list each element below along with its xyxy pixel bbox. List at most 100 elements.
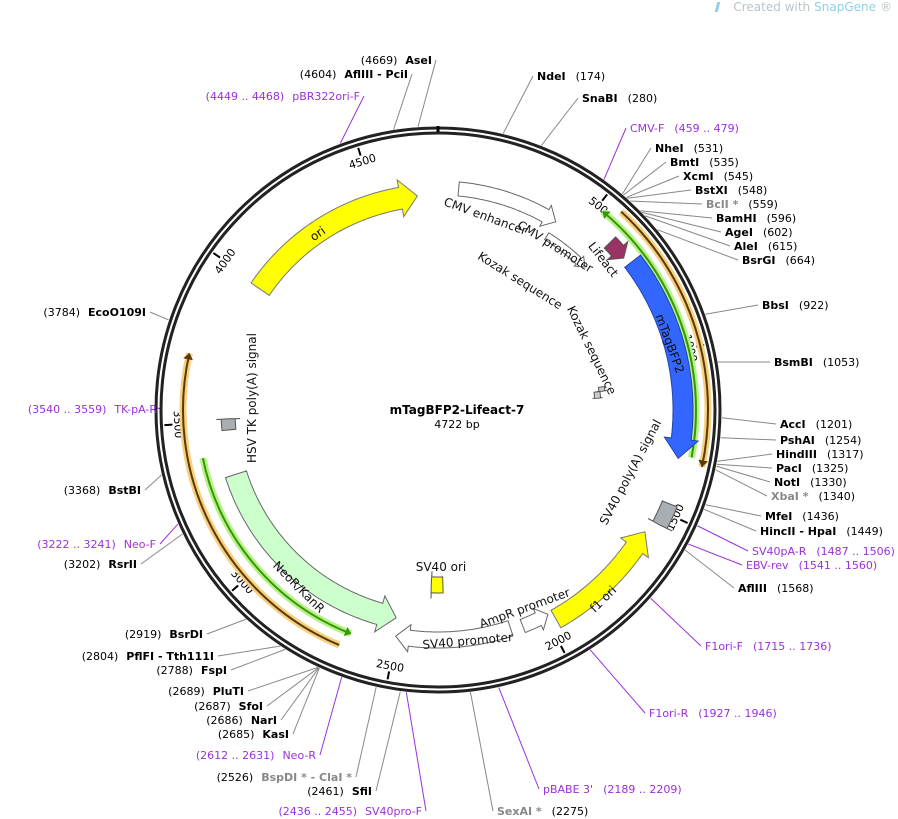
enzyme-site-label[interactable]: BmtI(535) — [670, 156, 739, 169]
site-name: MfeI — [765, 510, 792, 523]
enzyme-site-label[interactable]: BamHI(596) — [716, 212, 796, 225]
enzyme-site-label[interactable]: HindIII(1317) — [776, 448, 864, 461]
sv40-ori-feature[interactable] — [430, 571, 444, 599]
enzyme-site-label[interactable]: BsmBI(1053) — [774, 356, 859, 369]
leader-line — [705, 304, 759, 315]
leader-line — [657, 229, 739, 261]
enzyme-site-label[interactable]: BstXI(548) — [695, 184, 767, 197]
leader-line — [159, 523, 179, 545]
f1-ori-feature[interactable] — [550, 531, 650, 629]
ori-feature[interactable] — [250, 178, 419, 297]
enzyme-site-label[interactable]: XbaI *(1340) — [771, 490, 855, 503]
enzyme-site-label[interactable]: AflIII(1568) — [738, 582, 814, 595]
site-name: Neo-F — [124, 538, 156, 551]
primer-label[interactable]: EBV-rev(1541 .. 1560) — [746, 559, 877, 572]
primer-label[interactable]: F1ori-R(1927 .. 1946) — [649, 707, 777, 720]
enzyme-site-label[interactable]: PacI(1325) — [776, 462, 848, 475]
enzyme-site-label[interactable]: (2788)FspI — [156, 664, 227, 677]
orf-green-neor-arrowhead-icon — [343, 626, 351, 637]
orf-orange-mtagbfp2[interactable] — [620, 210, 709, 468]
enzyme-site-label[interactable]: NotI(1330) — [774, 476, 847, 489]
orf-green-neor[interactable] — [201, 457, 352, 635]
site-name: BsmBI — [774, 356, 813, 369]
cmv-enhancer-feature[interactable] — [457, 181, 557, 227]
site-leader-lines — [140, 59, 777, 812]
enzyme-site-label[interactable]: AccI(1201) — [780, 418, 852, 431]
primer-label[interactable]: (2612 .. 2631)Neo-R — [196, 749, 316, 762]
tick-label: 2500 — [375, 657, 405, 675]
enzyme-site-label[interactable]: SexAI *(2275) — [497, 805, 588, 818]
enzyme-site-label[interactable]: BsrGI(664) — [742, 254, 815, 267]
enzyme-site-label[interactable]: SnaBI(280) — [582, 92, 657, 105]
mtagbfp2-feature[interactable] — [623, 254, 700, 460]
enzyme-site-label[interactable]: (2526)BspDI * - ClaI * — [217, 771, 353, 784]
enzyme-site-label[interactable]: (4669)AseI — [361, 54, 432, 67]
tick-mark — [601, 193, 608, 202]
primer-label[interactable]: CMV-F(459 .. 479) — [630, 122, 739, 135]
primer-label[interactable]: SV40pA-R(1487 .. 1506) — [752, 545, 895, 558]
primer-label[interactable]: (3540 .. 3559)TK-pA-R — [28, 403, 158, 416]
credit-mark: ® — [880, 0, 892, 14]
hsv-tk-polya-feature[interactable] — [216, 418, 241, 432]
enzyme-site-label[interactable]: (3368)BstBI — [64, 484, 141, 497]
leader-line — [623, 161, 667, 196]
leader-line — [498, 687, 540, 790]
primer-label[interactable]: pBABE 3'(2189 .. 2209) — [543, 783, 682, 796]
primer-label[interactable]: F1ori-F(1715 .. 1736) — [705, 640, 832, 653]
site-position: (531) — [694, 142, 724, 155]
enzyme-site-label[interactable]: (2919)BsrDI — [125, 628, 203, 641]
cmv-promoter-feature[interactable] — [543, 232, 586, 268]
enzyme-site-label[interactable]: NheI(531) — [655, 142, 723, 155]
site-position: (2687) — [194, 700, 231, 713]
orf-green-mtagbfp2[interactable] — [601, 210, 697, 458]
orf-orange-neor[interactable] — [182, 353, 340, 647]
sv40-promoter-feature[interactable] — [394, 620, 514, 653]
enzyme-site-label[interactable]: AleI(615) — [734, 240, 797, 253]
lifeact-feature[interactable] — [603, 236, 629, 261]
site-name: BsrDI — [169, 628, 203, 641]
site-position: (2685) — [218, 728, 255, 741]
site-position: (548) — [738, 184, 768, 197]
primer-label[interactable]: (4449 .. 4468)pBR322ori-F — [206, 90, 360, 103]
site-position: (459 .. 479) — [674, 122, 739, 135]
enzyme-site-label[interactable]: (3202)RsrII — [64, 558, 137, 571]
site-name: BsrGI — [742, 254, 775, 267]
enzyme-site-label[interactable]: XcmI(545) — [683, 170, 753, 183]
leader-line — [140, 533, 183, 565]
sv40-polya-feature[interactable] — [647, 500, 678, 532]
kozak-sequence-feature-2[interactable] — [596, 385, 608, 393]
enzyme-site-label[interactable]: (4604)AflIII - PciI — [300, 68, 408, 81]
ampr-promoter-feature[interactable] — [519, 607, 549, 634]
primer-label[interactable]: (2436 .. 2455)SV40pro-F — [278, 805, 422, 818]
enzyme-site-label[interactable]: (2687)SfoI — [194, 700, 263, 713]
enzyme-site-label[interactable]: (2689)PluTI — [168, 685, 244, 698]
site-position: (2275) — [552, 805, 589, 818]
site-name: BstBI — [108, 484, 141, 497]
enzyme-site-label[interactable]: (2685)KasI — [218, 728, 289, 741]
tick-label: 2000 — [543, 629, 574, 653]
site-position: (922) — [799, 299, 829, 312]
enzyme-site-label[interactable]: MfeI(1436) — [765, 510, 839, 523]
kozak-sequence-feature[interactable] — [592, 390, 603, 399]
leader-line — [540, 97, 579, 146]
enzyme-site-label[interactable]: (2804)PflFI - Tth111I — [82, 650, 214, 663]
enzyme-site-label[interactable]: (2686)NarI — [206, 714, 277, 727]
enzyme-site-label[interactable]: HincII - HpaI(1449) — [760, 525, 883, 538]
site-name: HincII - HpaI — [760, 525, 836, 538]
enzyme-site-label[interactable]: NdeI(174) — [537, 70, 605, 83]
site-position: (1541 .. 1560) — [799, 559, 878, 572]
snapgene-credit: Created with SnapGene® — [715, 0, 892, 14]
enzyme-site-label[interactable]: BbsI(922) — [762, 299, 829, 312]
site-position: (280) — [628, 92, 658, 105]
neor-kanr-feature[interactable] — [224, 470, 397, 633]
site-name: Neo-R — [282, 749, 316, 762]
site-name: XcmI — [683, 170, 714, 183]
plasmid-name: mTagBFP2-Lifeact-7 — [390, 403, 525, 417]
enzyme-site-label[interactable]: PshAI(1254) — [780, 434, 861, 447]
enzyme-site-label[interactable]: BclI *(559) — [706, 198, 778, 211]
primer-label[interactable]: (3222 .. 3241)Neo-F — [37, 538, 156, 551]
enzyme-site-label[interactable]: AgeI(602) — [725, 226, 793, 239]
enzyme-site-label[interactable]: (3784)EcoO109I — [43, 306, 146, 319]
enzyme-site-label[interactable]: (2461)SfiI — [307, 785, 372, 798]
